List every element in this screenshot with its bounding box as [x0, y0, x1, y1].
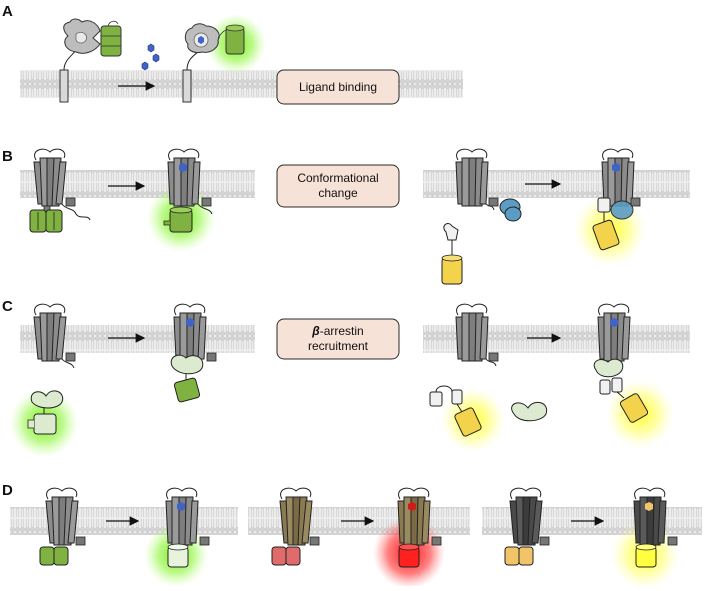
arrestin-pale-bound	[593, 358, 649, 423]
panel-b-label-box	[276, 164, 400, 208]
green-sensor-folded	[225, 27, 245, 55]
yellow-sensor-c-free	[429, 385, 482, 437]
arrestin-word: -arrestin	[319, 324, 364, 338]
panel-a-after	[182, 23, 245, 103]
panel-letter-d: D	[2, 482, 13, 499]
panel-c-label-box	[276, 318, 400, 360]
panel-d-receptor-gray-1	[45, 487, 86, 546]
panel-letter-b: B	[2, 148, 13, 165]
panel-a-before	[59, 18, 122, 103]
ligand-a-3	[141, 61, 149, 71]
ligand-binding-label: Ligand binding	[277, 70, 399, 104]
yellow-sensor-b-bound	[592, 212, 620, 251]
orange-sensor-d-before	[504, 546, 534, 566]
ligand-a-2	[152, 53, 160, 63]
green-sensor-d-after	[167, 543, 189, 568]
beta-symbol: β	[312, 324, 320, 338]
arrestin-line-1: β-arrestin	[312, 324, 363, 339]
yellow-sensor-b-free	[441, 223, 463, 285]
panel-c-receptor-3	[455, 303, 499, 367]
panel-d-receptor-olive-2	[397, 487, 442, 546]
panel-d-receptor-dark-1	[509, 487, 550, 546]
conformational-change-label: Conformational change	[277, 165, 399, 207]
panel-b-receptor-2	[167, 148, 213, 215]
arrestin-recruitment-label: β-arrestin recruitment	[277, 319, 399, 359]
panel-d-receptor-olive-1	[279, 487, 320, 546]
panel-d-receptor-dark-2	[633, 487, 678, 546]
conformational-line-1: Conformational	[297, 171, 379, 185]
red-sensor-d-before	[271, 546, 301, 566]
g-protein-bound	[597, 197, 634, 220]
conformational-line-2: change	[318, 186, 358, 200]
panel-letter-c: C	[2, 298, 13, 315]
yellow-sensor-d-after	[635, 543, 657, 568]
ligand-a-1	[147, 43, 155, 53]
panel-a-label-box	[276, 69, 400, 105]
panel-letter-a: A	[2, 3, 13, 20]
panel-c-receptor-1	[33, 303, 76, 369]
panel-c-receptor-4	[597, 303, 631, 362]
green-sensor-split	[100, 25, 122, 57]
green-sensor-b-before	[29, 209, 63, 233]
red-sensor-d-after	[398, 543, 420, 568]
green-sensor-b-after	[163, 206, 193, 233]
panel-b-receptor-1	[33, 148, 91, 221]
arrestin-pale-free	[511, 401, 548, 422]
green-sensor-d-before	[39, 546, 69, 566]
ligand-binding-text: Ligand binding	[298, 79, 378, 94]
arrestin-green-free	[27, 390, 64, 435]
panel-b-receptor-3	[455, 148, 499, 211]
panel-d-receptor-gray-2	[165, 487, 210, 546]
arrestin-green-bound	[170, 354, 204, 403]
arrestin-line-2: recruitment	[307, 339, 369, 353]
g-protein-free	[499, 198, 522, 222]
